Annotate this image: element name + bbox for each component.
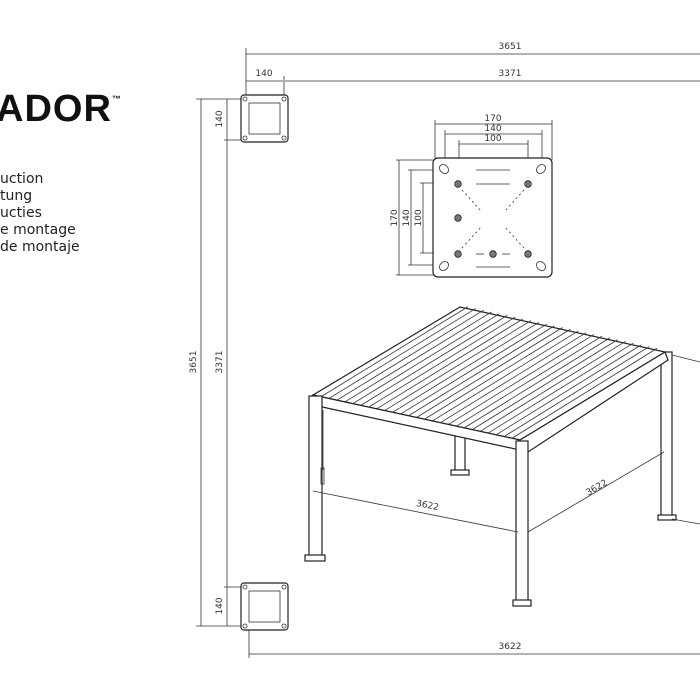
roof-slat (408, 325, 555, 417)
roof-slat (503, 346, 650, 437)
roof-slat (384, 320, 532, 411)
roof-slat (416, 327, 563, 418)
roof-slat (336, 309, 484, 401)
roof-slat (400, 323, 547, 415)
roof-slat (320, 306, 469, 398)
roof-slat (424, 328, 571, 420)
detail-dim-170-width: 170 (484, 114, 501, 124)
roof-slat (448, 334, 595, 425)
dim-3622-side: 3622 (585, 478, 610, 498)
roof-slat (495, 344, 642, 436)
base-plate-detail: 170 140 100 170 140 100 (390, 114, 553, 278)
dim-3651-left: 3651 (189, 351, 199, 374)
detail-dim-100-height: 100 (414, 209, 424, 226)
detail-dim-170-height: 170 (390, 209, 400, 226)
pergola-drawing: 3622 3622 (304, 306, 700, 607)
plan-dimensions: 3651 3371 140 3651 3371 140 140 3622 (189, 42, 700, 658)
dim-3371-left: 3371 (215, 351, 225, 374)
roof-slat (368, 316, 516, 408)
logo-text: ADOR (0, 88, 112, 130)
roof-slat (456, 335, 603, 427)
detail-dim-100-width: 100 (484, 134, 501, 144)
dim-3622-front: 3622 (415, 499, 439, 513)
roof-slat (472, 339, 618, 430)
roof-slat (479, 341, 626, 432)
roof-slat (440, 332, 587, 424)
detail-dim-140-width: 140 (484, 124, 501, 134)
roof-slat (360, 315, 508, 406)
language-line-4: e montage (0, 222, 76, 238)
roof-slat (328, 308, 476, 399)
roof-slat (376, 318, 524, 410)
dim-140-top: 140 (255, 69, 272, 79)
language-line-3: ucties (0, 205, 42, 221)
roof-slat (352, 313, 500, 404)
language-line-2: tung (0, 188, 33, 204)
language-line-5: de montaje (0, 239, 80, 255)
roof-slat (487, 342, 634, 434)
dim-3651-top: 3651 (499, 42, 522, 52)
dim-3622-bottom: 3622 (499, 642, 522, 652)
dim-140-left-top: 140 (215, 110, 225, 127)
roof-slat (392, 321, 540, 413)
roof-slat (511, 347, 658, 439)
roof-slat (464, 337, 611, 429)
detail-dim-140-height: 140 (402, 209, 412, 226)
dim-3371-top: 3371 (499, 69, 522, 79)
language-line-1: uction (0, 171, 44, 187)
roof-slat (432, 330, 579, 422)
base-plate-bottom (240, 582, 289, 631)
roof-slat (344, 311, 492, 403)
brand-logo: ADOR™ (0, 88, 122, 131)
base-plate-top (240, 94, 289, 143)
dim-140-left-bottom: 140 (215, 597, 225, 614)
trademark: ™ (111, 94, 122, 104)
